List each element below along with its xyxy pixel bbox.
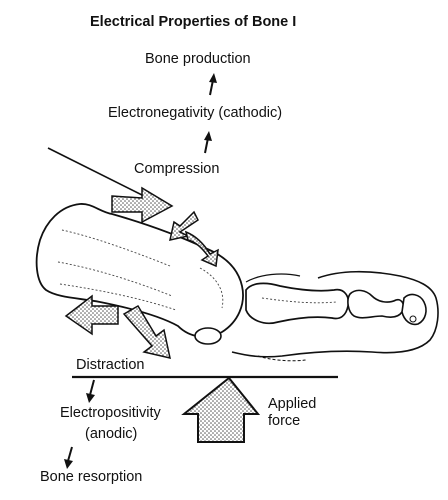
arrow-electroneg	[204, 131, 212, 154]
label-electropositivity: Electropositivity	[60, 405, 161, 421]
arrow-production	[209, 73, 217, 96]
distal-phalanx	[401, 293, 427, 326]
label-applied: Applied	[268, 396, 317, 412]
toe-outline	[231, 270, 439, 362]
label-force: force	[268, 413, 301, 429]
diagram-title: Electrical Properties of Bone I	[90, 14, 297, 30]
label-bone-production: Bone production	[145, 51, 251, 67]
label-anodic: (anodic)	[85, 426, 138, 442]
applied-force-arrow	[181, 376, 261, 443]
compression-arrow-2	[169, 210, 219, 268]
compression-arrow-1	[111, 186, 174, 224]
metatarsal-bone	[35, 203, 244, 338]
sesamoid-bone	[194, 327, 222, 345]
arrow-electropos	[86, 379, 95, 403]
distraction-arrow-2	[122, 304, 171, 359]
label-distraction: Distraction	[76, 357, 145, 373]
label-compression: Compression	[134, 161, 220, 177]
proximal-phalanx	[245, 282, 350, 325]
distraction-arrow-1	[64, 294, 119, 336]
label-bone-resorption: Bone resorption	[40, 469, 143, 485]
label-electronegativity: Electronegativity (cathodic)	[108, 105, 283, 121]
pointer-line	[47, 147, 149, 199]
middle-phalanx	[347, 289, 405, 319]
arrow-resorption	[64, 446, 73, 469]
